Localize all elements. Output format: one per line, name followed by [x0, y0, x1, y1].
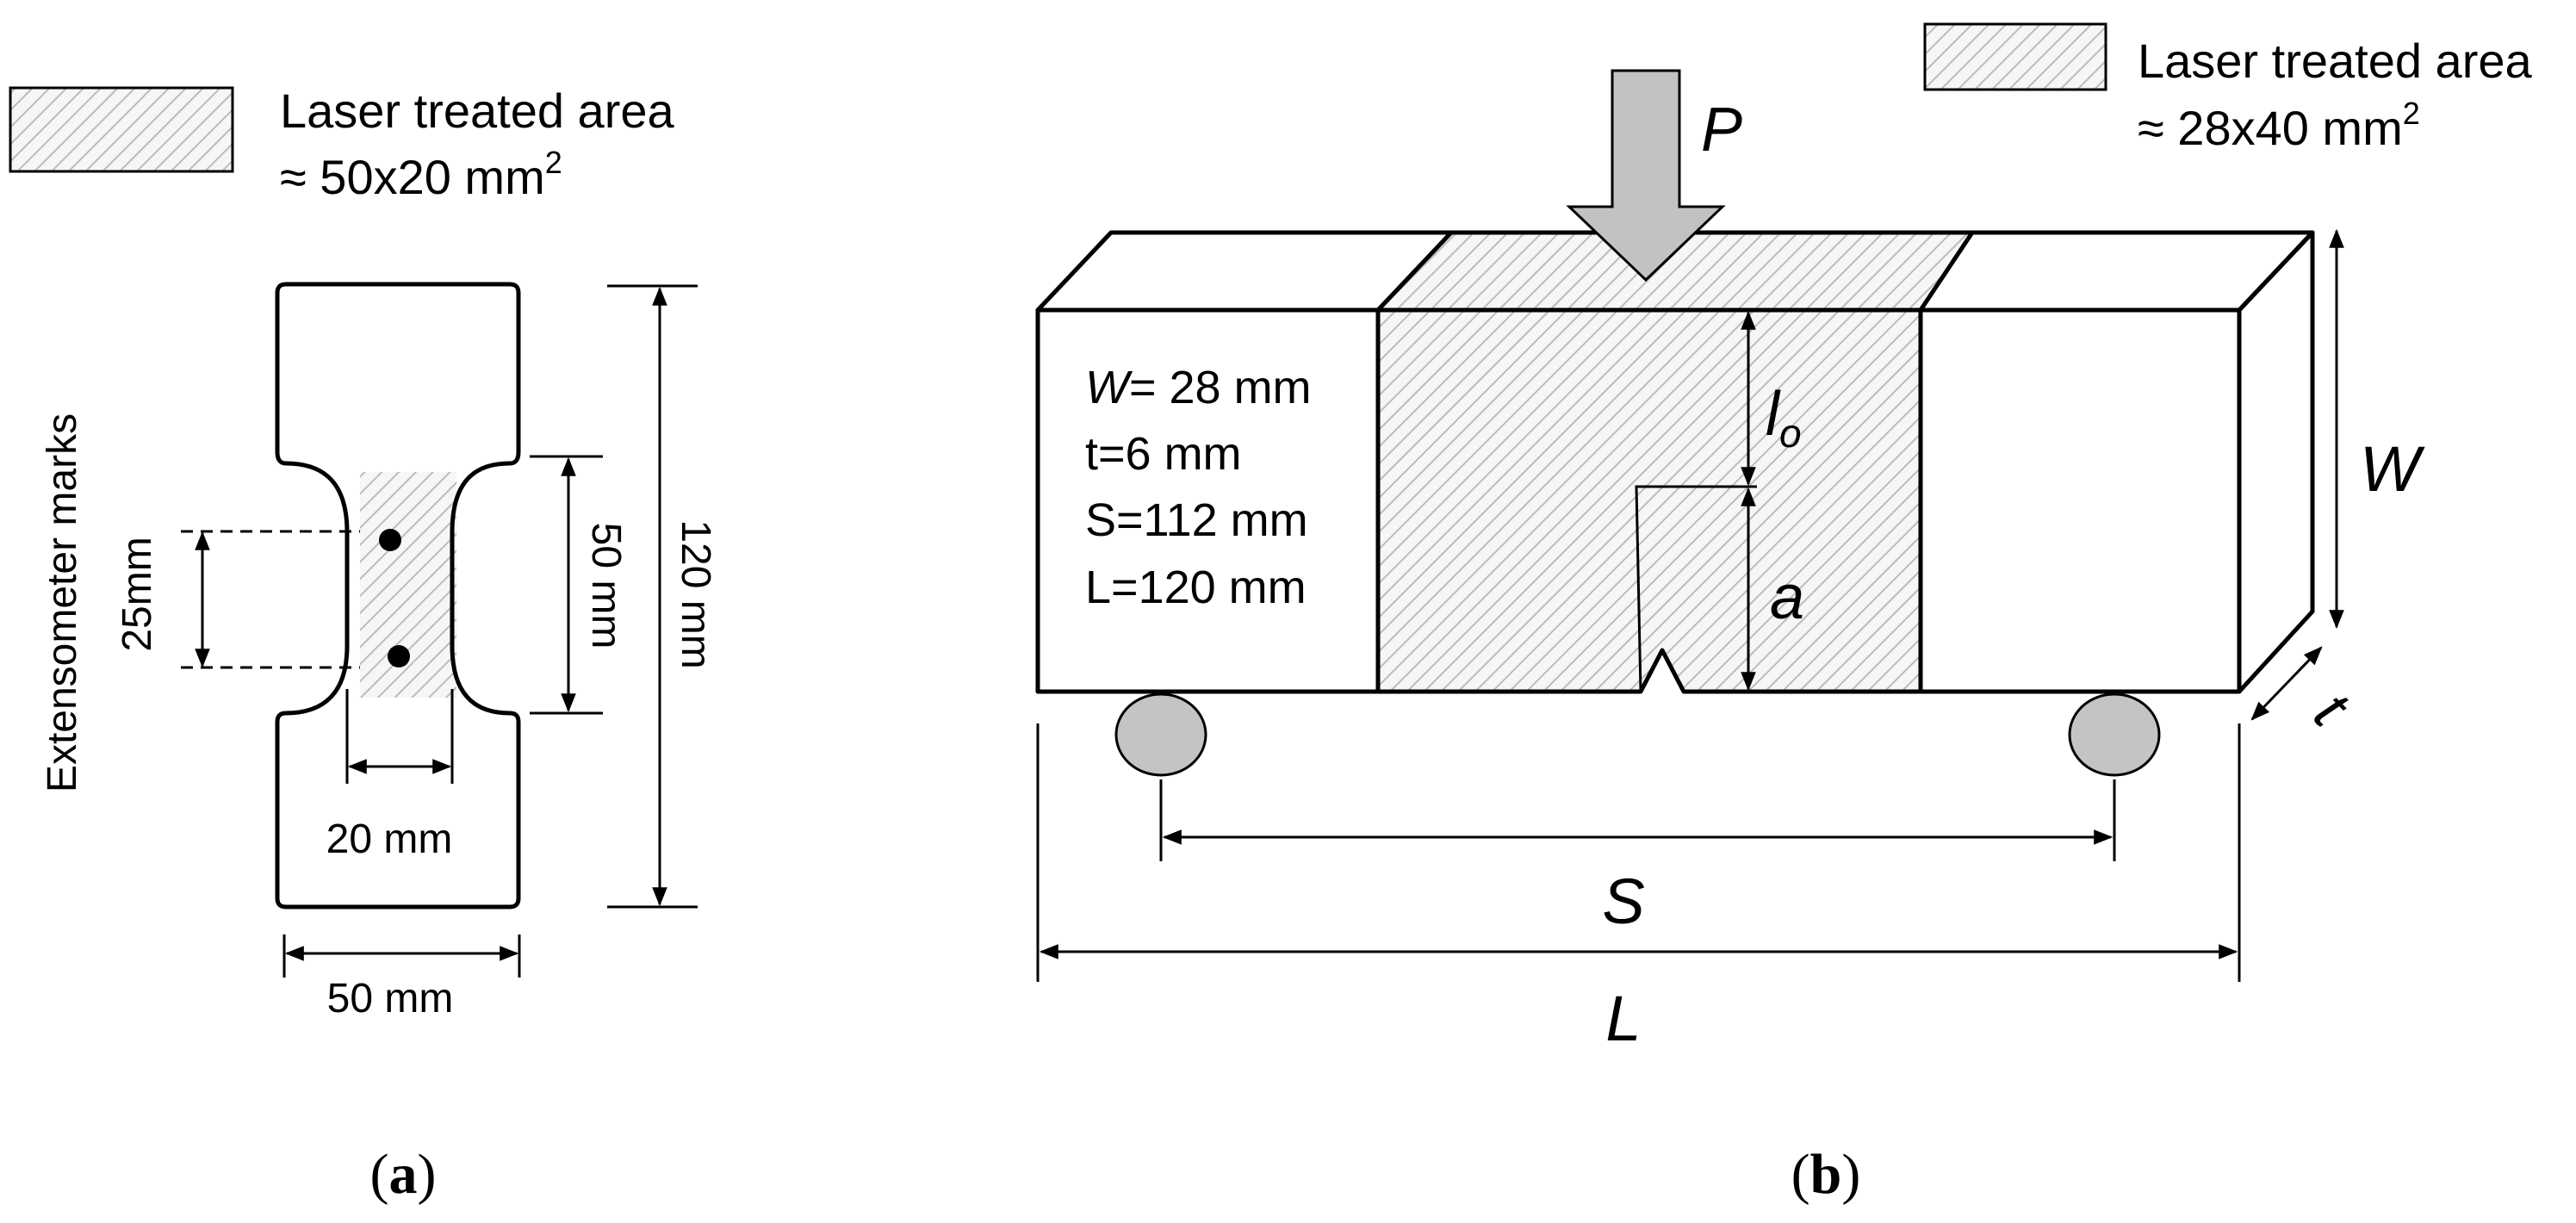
- treated-boundary-left-top: [1376, 231, 1453, 312]
- legend-a: Laser treated area ≈ 50x20 mm2: [9, 84, 674, 204]
- grip-width-label: 50 mm: [327, 976, 454, 1021]
- legend-a-title: Laser treated area: [280, 84, 674, 138]
- t-dim-arrow: [2250, 646, 2323, 721]
- legend-b-title: Laser treated area: [2138, 34, 2532, 88]
- beam-parameters: W= 28 mm t=6 mm S=112 mm L=120 mm: [1085, 362, 1312, 613]
- legend-a-swatch: [9, 86, 234, 173]
- beam-right-face: [2237, 230, 2315, 694]
- treated-boundary-right-top: [1918, 231, 1975, 312]
- caption-a: (a): [370, 1143, 437, 1206]
- load-symbol: P: [1701, 96, 1742, 165]
- extensometer-mark-bottom: [388, 645, 410, 667]
- param-s: S=112 mm: [1085, 494, 1308, 546]
- panel-b: Laser treated area ≈ 28x40 mm2 P W= 28 m…: [1035, 22, 2532, 1206]
- beam-front-face: [1035, 307, 2242, 694]
- legend-b: Laser treated area ≈ 28x40 mm2: [1923, 22, 2532, 155]
- extensometer-label: Extensometer marks: [40, 413, 85, 792]
- param-t: t=6 mm: [1085, 428, 1242, 480]
- reduced-length-label: 50 mm: [583, 523, 629, 649]
- treated-area-front-face: [1378, 310, 1921, 692]
- lo-label: lo: [1766, 380, 1802, 456]
- panel-a: Laser treated area ≈ 50x20 mm2 25mm Exte…: [9, 84, 718, 1206]
- l-label: L: [1605, 983, 1641, 1054]
- gauge-dim-label: 25mm: [115, 537, 160, 651]
- caption-b: (b): [1791, 1143, 1861, 1206]
- load-arrow: [1566, 69, 1726, 282]
- left-roller: [1114, 692, 1207, 777]
- legend-a-area: ≈ 50x20 mm2: [280, 145, 562, 204]
- dogbone-specimen: [275, 282, 521, 909]
- crack-label: a: [1770, 563, 1804, 632]
- extensometer-mark-top: [379, 529, 401, 551]
- right-roller: [2068, 692, 2161, 777]
- total-length-label: 120 mm: [673, 519, 718, 668]
- crack-outline: [1635, 485, 1757, 692]
- legend-b-area: ≈ 28x40 mm2: [2138, 96, 2420, 155]
- t-label: t: [2302, 680, 2363, 741]
- w-label: W: [2360, 433, 2425, 505]
- param-w: W= 28 mm: [1085, 362, 1312, 413]
- s-label: S: [1602, 866, 1644, 937]
- param-l: L=120 mm: [1085, 562, 1307, 613]
- legend-b-swatch: [1923, 22, 2107, 91]
- treated-area-a: [360, 472, 456, 698]
- treated-area-top-face: [1378, 233, 1972, 310]
- reduced-width-label: 20 mm: [326, 816, 453, 862]
